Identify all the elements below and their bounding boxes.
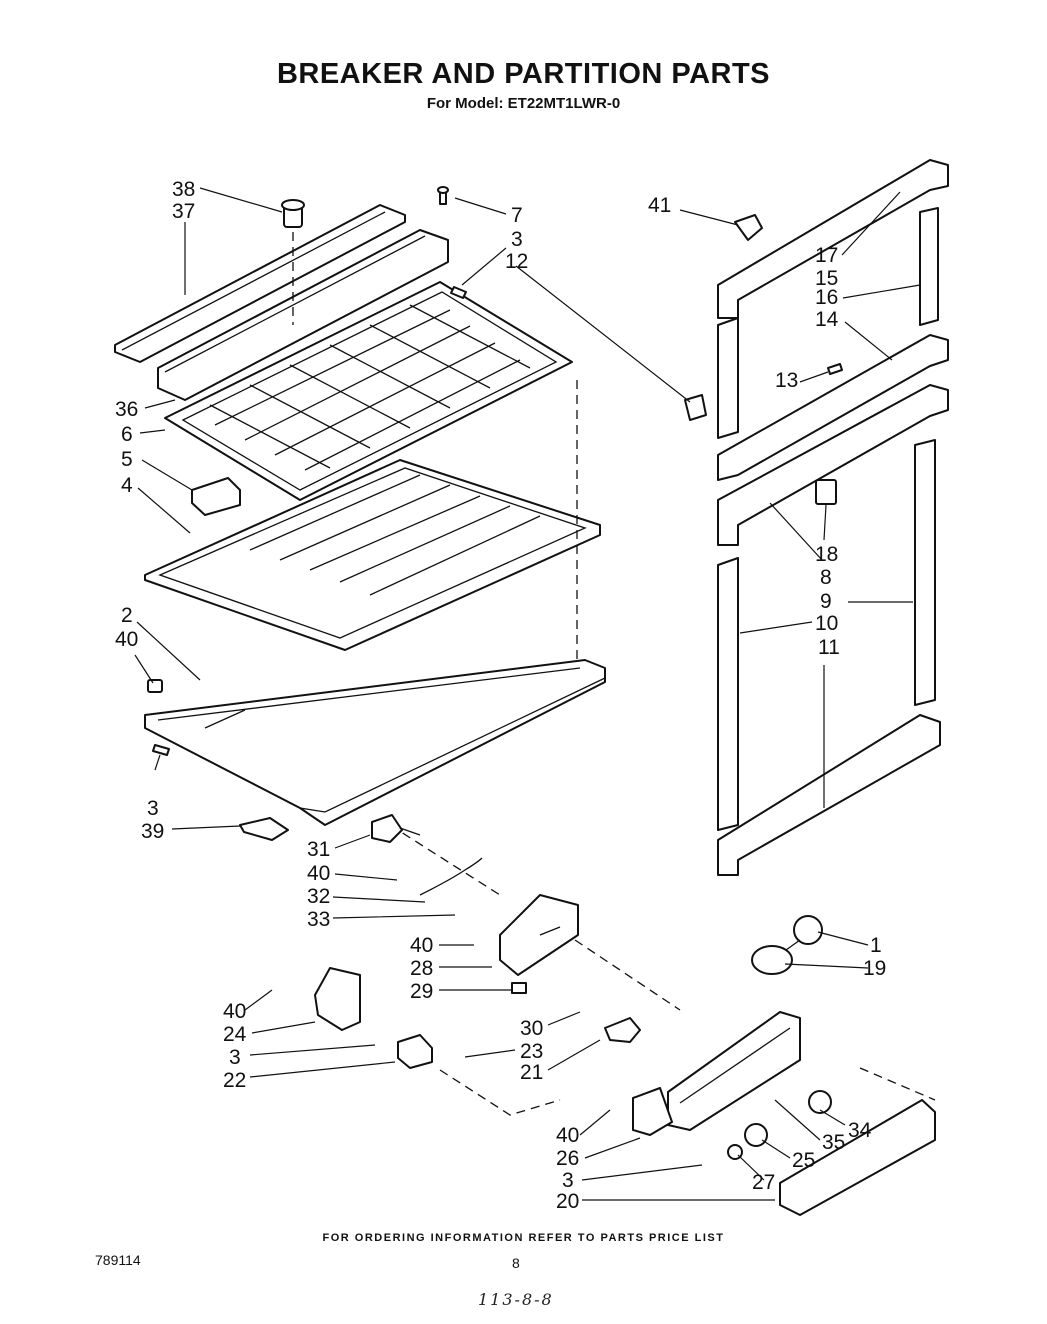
clip-part	[734, 214, 763, 241]
callout-29: 29	[410, 980, 433, 1003]
upper-door-trim-part	[717, 159, 949, 319]
leader-lines	[134, 187, 921, 1201]
callout-25: 25	[792, 1149, 815, 1172]
callout-40: 40	[410, 934, 433, 957]
base-partition-part	[144, 659, 606, 826]
callout-38: 38	[172, 178, 195, 201]
callout-21: 21	[520, 1061, 543, 1084]
upper-left-trim-part	[717, 317, 739, 439]
sensor-part	[371, 814, 421, 843]
wire-part	[419, 857, 483, 896]
callout-8: 8	[820, 566, 832, 589]
upper-shelf-part	[164, 281, 573, 501]
screw-part	[827, 363, 843, 375]
bracket-part	[191, 477, 241, 516]
document-number: 789114	[95, 1252, 141, 1268]
screw-part	[450, 286, 467, 299]
callout-36: 36	[115, 398, 138, 421]
callout-37: 37	[172, 200, 195, 223]
channel-part	[157, 229, 449, 401]
callout-14: 14	[815, 308, 839, 331]
callout-labels: 38 37 7 3 12 36 6 5 4 2 40 3 39 41 17 15…	[115, 178, 886, 1213]
socket-part	[511, 982, 527, 994]
callout-32: 32	[307, 885, 330, 908]
callout-5: 5	[121, 448, 133, 471]
cap-part	[281, 199, 305, 228]
callout-23: 23	[520, 1040, 543, 1063]
callout-24: 24	[223, 1023, 247, 1046]
callout-35: 35	[822, 1131, 845, 1154]
screw-part	[437, 186, 449, 205]
bracket-part	[632, 1087, 673, 1136]
callout-20: 20	[556, 1190, 579, 1213]
callout-12: 12	[505, 250, 528, 273]
control-knob-part	[808, 1090, 832, 1114]
callout-3: 3	[511, 228, 523, 251]
callout-9: 9	[820, 590, 832, 613]
control-knob-part	[744, 1123, 768, 1147]
wiring-guide-line	[389, 824, 681, 1116]
clip-part	[684, 394, 707, 421]
callout-16: 16	[815, 286, 838, 309]
callout-39: 39	[141, 820, 164, 843]
callout-2: 2	[121, 604, 133, 627]
callout-3: 3	[562, 1169, 574, 1192]
switch-part	[604, 1017, 641, 1043]
lower-side-trim-part	[914, 439, 936, 706]
callout-19: 19	[863, 957, 886, 980]
bulb-part	[751, 915, 823, 975]
callout-1: 1	[870, 934, 882, 957]
thermostat-part	[397, 1034, 433, 1069]
upper-side-trim-part	[919, 207, 939, 326]
page-title: BREAKER AND PARTITION PARTS	[276, 58, 771, 90]
lower-door-trim-part	[717, 714, 941, 876]
lower-left-trim-part	[717, 557, 739, 831]
page-number: 8	[512, 1255, 520, 1271]
callout-31: 31	[307, 838, 330, 861]
callout-40: 40	[115, 628, 138, 651]
callout-26: 26	[556, 1147, 579, 1170]
callout-34: 34	[848, 1119, 872, 1142]
housing-part	[499, 894, 579, 976]
callout-3: 3	[147, 797, 159, 820]
hinge-part	[815, 479, 837, 505]
screw-part	[152, 744, 170, 756]
control-cover-part	[779, 1067, 936, 1216]
handwritten-note: 113-8-8	[478, 1290, 554, 1309]
middle-shelf-part	[144, 459, 601, 651]
callout-4: 4	[121, 474, 133, 497]
callout-41: 41	[648, 194, 671, 217]
bracket-part	[314, 967, 361, 1031]
callout-30: 30	[520, 1017, 543, 1040]
control-panel-part	[667, 1011, 801, 1131]
model-subtitle: For Model: ET22MT1LWR-0	[426, 95, 621, 112]
callout-40: 40	[223, 1000, 246, 1023]
callout-11: 11	[818, 636, 840, 659]
callout-3: 3	[229, 1046, 241, 1069]
callout-18: 18	[815, 543, 838, 566]
callout-17: 17	[815, 244, 838, 267]
nut-part	[147, 679, 163, 693]
ordering-note: FOR ORDERING INFORMATION REFER TO PARTS …	[322, 1232, 725, 1244]
callout-27: 27	[752, 1171, 775, 1194]
callout-10: 10	[815, 612, 838, 635]
callout-40: 40	[307, 862, 330, 885]
mid-trim-part	[717, 334, 949, 546]
callout-22: 22	[223, 1069, 246, 1092]
damper-part	[239, 817, 289, 841]
callout-33: 33	[307, 908, 330, 931]
top-trim-part	[114, 204, 406, 363]
callout-40: 40	[556, 1124, 579, 1147]
callout-15: 15	[815, 267, 838, 290]
callout-6: 6	[121, 423, 133, 446]
callout-13: 13	[775, 369, 798, 392]
callout-7: 7	[511, 204, 523, 227]
callout-28: 28	[410, 957, 433, 980]
